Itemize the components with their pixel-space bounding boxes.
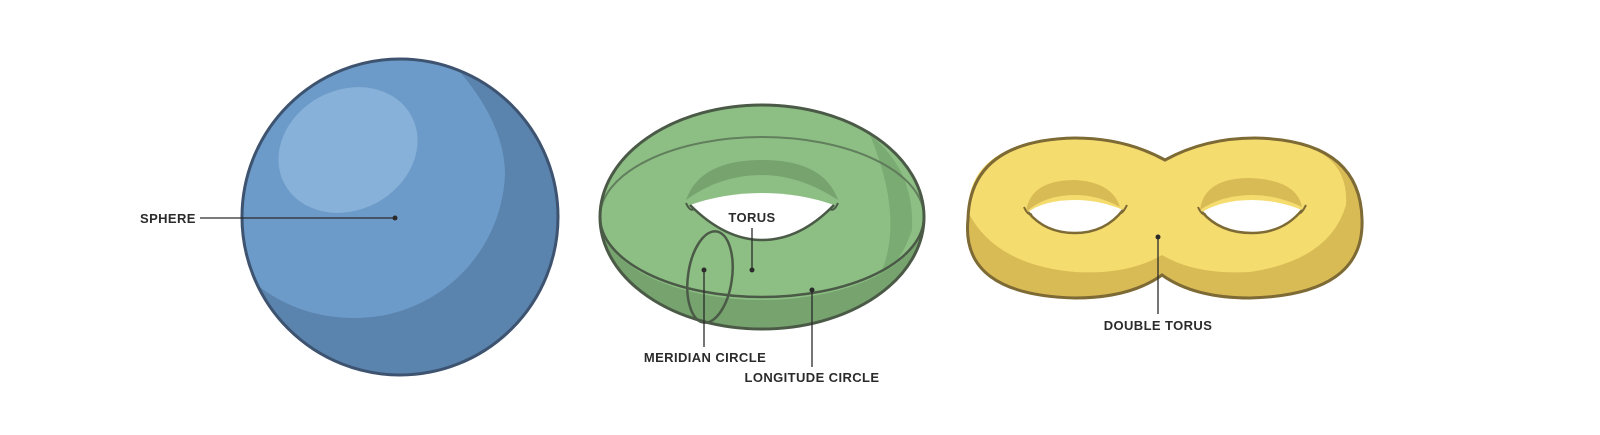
longitude-callout: LONGITUDE CIRCLE	[745, 287, 880, 385]
torus-shape	[598, 103, 926, 331]
double-torus-shape	[965, 136, 1364, 300]
torus-callout: TORUS	[728, 210, 775, 273]
torus-anchor-dot	[749, 267, 755, 273]
double-torus-callout: DOUBLE TORUS	[1104, 234, 1213, 333]
meridian-circle-label: MERIDIAN CIRCLE	[644, 350, 766, 365]
meridian-callout: MERIDIAN CIRCLE	[644, 267, 766, 365]
sphere-callout: SPHERE	[140, 211, 398, 226]
torus-label: TORUS	[728, 210, 775, 225]
sphere-shape	[240, 57, 560, 377]
double-torus-label: DOUBLE TORUS	[1104, 318, 1213, 333]
sphere-anchor-dot	[392, 215, 398, 221]
sphere-label: SPHERE	[140, 211, 196, 226]
longitude-circle-label: LONGITUDE CIRCLE	[745, 370, 880, 385]
